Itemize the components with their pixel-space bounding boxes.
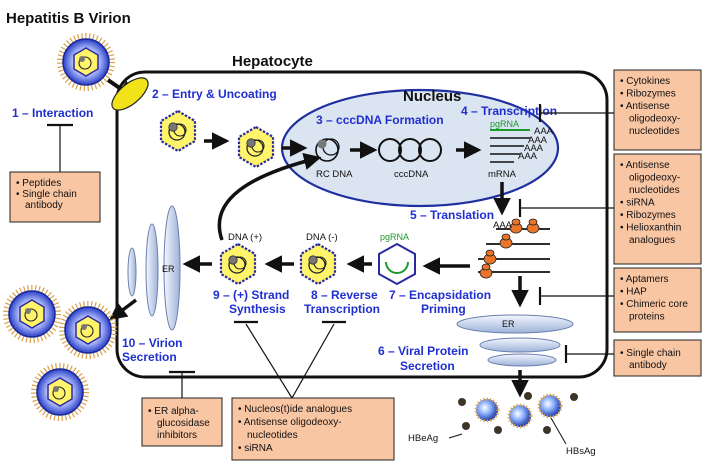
encapsidation-capsid xyxy=(378,242,416,286)
inhibitor-item: • Antisense xyxy=(620,101,670,112)
aaa-2: AAA xyxy=(528,135,548,146)
pgrna-capsid-label: pgRNA xyxy=(380,232,409,242)
step-8-label-b: Transcription xyxy=(304,302,380,316)
inhibitor-item: proteins xyxy=(629,312,665,323)
step-6-label-b: Secretion xyxy=(400,359,455,373)
inhibitor-item: antibody xyxy=(629,360,667,371)
capsid-entry xyxy=(159,109,197,153)
inhibitor-item: • Helioxanthin xyxy=(620,223,681,234)
inhibitor-item: nucleotides xyxy=(629,126,680,137)
dna-minus-label: DNA (-) xyxy=(306,232,338,243)
capsid-uncoating xyxy=(237,125,275,169)
inhibitor-item: • siRNA xyxy=(238,443,273,454)
inhibitor-item: • Single chain xyxy=(620,348,681,359)
hbv-virion-incoming xyxy=(60,36,112,88)
diagram-title: Hepatitis B Virion xyxy=(6,10,131,27)
step-6-label-a: 6 – Viral Protein xyxy=(378,344,469,358)
inhibitor-item: nucleotides xyxy=(247,430,298,441)
inhibitor-item: • Cytokines xyxy=(620,76,670,87)
nucleus-label: Nucleus xyxy=(403,88,461,105)
mrna-label: mRNA xyxy=(488,169,517,180)
hbv-virion-secreted-2 xyxy=(62,304,114,356)
inhibitor-item: • Chimeric core xyxy=(620,299,688,310)
step-7-label-b: Priming xyxy=(421,302,466,316)
er-left-label: ER xyxy=(162,264,175,274)
hbsag-label: HBsAg xyxy=(566,446,596,457)
inhibitor-item: analogues xyxy=(629,235,675,246)
step-9-label-b: Synthesis xyxy=(229,302,286,316)
entry-receptor xyxy=(111,77,149,111)
step-2-label: 2 – Entry & Uncoating xyxy=(152,87,277,101)
hepatocyte-membrane xyxy=(115,70,609,379)
step-9-label-a: 9 – (+) Strand xyxy=(213,288,289,302)
inhibitor-item: oligodeoxy- xyxy=(629,114,680,125)
inhibitor-item: • Ribozymes xyxy=(620,210,676,221)
inhibitor-item: nucleotides xyxy=(629,185,680,196)
mrna-lines xyxy=(490,129,530,163)
inhibitor-item: • Ribozymes xyxy=(620,89,676,100)
rc-dna-label: RC DNA xyxy=(316,169,353,180)
aaa-4: AAA xyxy=(518,151,538,162)
inhibitor-box-protein-secretion xyxy=(613,339,702,377)
pgrna-nucleus-label: pgRNA xyxy=(490,119,519,129)
step-3-label: 3 – cccDNA Formation xyxy=(316,113,444,127)
step-1-label: 1 – Interaction xyxy=(12,106,93,120)
inhibitor-item: • Peptides xyxy=(16,178,61,189)
inhibitor-box-reverse-transcription xyxy=(231,397,395,461)
capsid-dna-minus xyxy=(299,242,337,286)
recycling-arrow xyxy=(217,152,322,241)
inhibitor-item: • Antisense oligodeoxy- xyxy=(238,417,342,428)
inhibitor-item: • ER alpha- xyxy=(148,406,199,417)
inhibitor-item: • HAP xyxy=(620,287,647,298)
er-bottom-label: ER xyxy=(502,319,515,329)
step-10-label-a: 10 – Virion xyxy=(122,336,182,350)
inhibitor-item: • Single chain xyxy=(16,189,77,200)
inhibitor-box-encapsidation xyxy=(613,267,702,333)
inhibitor-item: inhibitors xyxy=(157,430,197,441)
dna-plus-label: DNA (+) xyxy=(228,232,262,243)
step-8-label-a: 8 – Reverse xyxy=(311,288,378,302)
capsid-dna-plus xyxy=(219,242,257,286)
step-4-label: 4 – Transcription xyxy=(461,104,557,118)
inhibitor-item: glucosidase xyxy=(157,418,210,429)
inhibitor-box-translation xyxy=(613,153,702,265)
aaa-1: AAA xyxy=(534,126,554,137)
inhibitor-item: • Nucleos(t)ide analogues xyxy=(238,404,352,415)
step-7-label-a: 7 – Encapsidation xyxy=(389,288,491,302)
er-left xyxy=(127,205,181,331)
inhibitor-item: oligodeoxy- xyxy=(629,173,680,184)
inhibitor-box-interaction xyxy=(9,171,101,223)
inhibitor-item: • Antisense xyxy=(620,160,670,171)
cccdna-icon xyxy=(378,138,442,162)
inhibitor-box-transcription xyxy=(613,69,702,151)
hbv-virion-secreted-1 xyxy=(6,288,58,340)
hepatocyte-label: Hepatocyte xyxy=(232,53,313,70)
rc-dna-icon xyxy=(315,138,340,162)
inhibitor-item: • siRNA xyxy=(620,198,655,209)
secreted-antigens xyxy=(448,392,578,445)
translation-ribosomes xyxy=(478,218,550,279)
inhibitor-box-virion-secretion xyxy=(141,397,223,447)
cccdna-label: cccDNA xyxy=(394,169,429,180)
step-5-label: 5 – Translation xyxy=(410,208,494,222)
hbv-virion-secreted-3 xyxy=(34,366,86,418)
er-bottom xyxy=(456,314,574,367)
step-10-label-b: Secretion xyxy=(122,350,177,364)
hbeag-label: HBeAg xyxy=(408,433,438,444)
inhibitor-item: • Aptamers xyxy=(620,274,669,285)
aaa-3: AAA xyxy=(524,143,544,154)
aaa-translation: AAA xyxy=(493,220,513,231)
inhibitor-item: antibody xyxy=(25,200,63,211)
